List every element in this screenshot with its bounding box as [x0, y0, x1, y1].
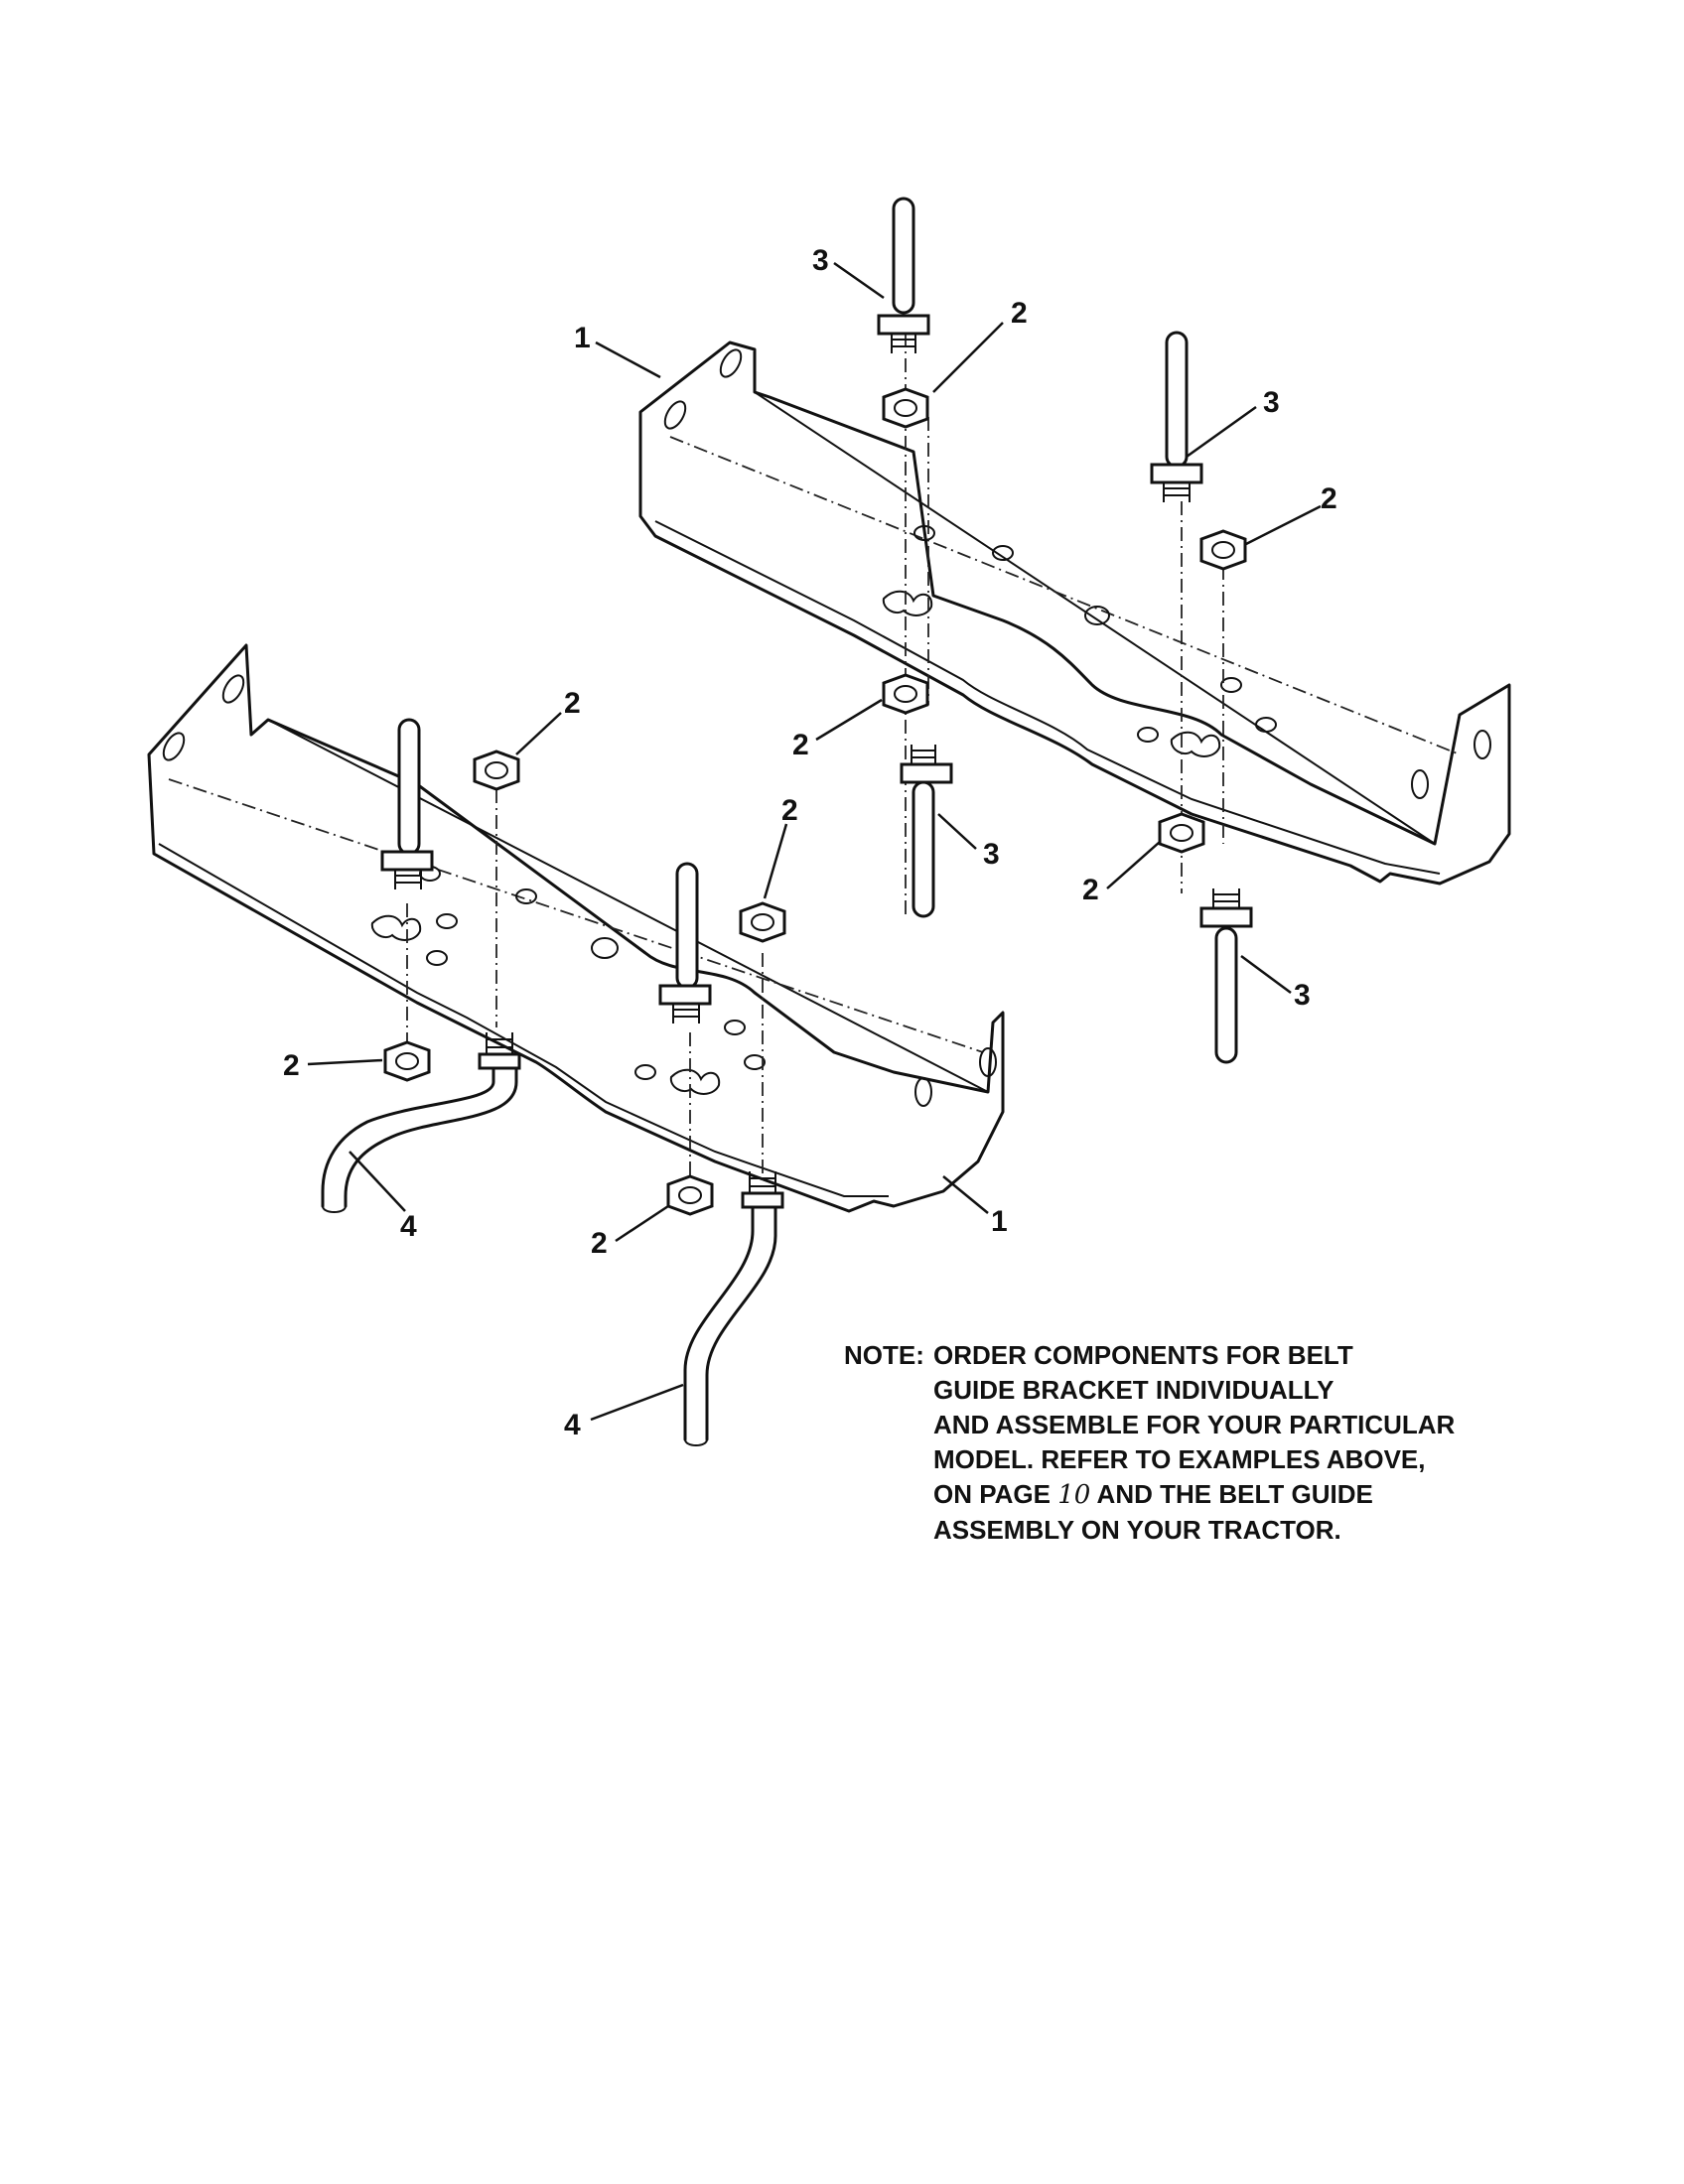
callout-3: 3: [983, 838, 1000, 871]
callout-3: 3: [1263, 386, 1280, 419]
callout-2: 2: [283, 1049, 300, 1082]
callout-3: 3: [812, 244, 829, 277]
callout-1: 1: [991, 1205, 1008, 1238]
hex-nut: [739, 901, 786, 943]
stud-bolt: [658, 862, 712, 1024]
lower-belt-guide-bracket: [147, 643, 1005, 1213]
note-line-part: AND THE BELT GUIDE: [1090, 1479, 1373, 1509]
bent-rod: [683, 1171, 784, 1446]
callout-leaders: [307, 261, 1322, 1422]
callout-1: 1: [574, 322, 591, 354]
hex-nut: [1158, 812, 1205, 854]
stud-bolt: [380, 718, 434, 889]
upper-belt-guide-bracket: [638, 341, 1511, 886]
callout-2: 2: [1321, 482, 1337, 515]
hex-nut: [1199, 529, 1247, 571]
hex-nut: [666, 1174, 714, 1216]
assembly-center-lines: [406, 333, 1224, 1181]
callout-3: 3: [1294, 979, 1311, 1012]
callout-2: 2: [792, 729, 809, 761]
callout-2: 2: [591, 1227, 608, 1260]
note-line: MODEL. REFER TO EXAMPLES ABOVE,: [933, 1444, 1426, 1474]
note-label: NOTE:: [844, 1340, 924, 1370]
callout-2: 2: [1011, 297, 1028, 330]
assembly-note: NOTE: ORDER COMPONENTS FOR BELT GUIDE BRA…: [844, 1338, 1455, 1548]
callout-2: 2: [1082, 874, 1099, 906]
callout-2: 2: [781, 794, 798, 827]
note-line: ASSEMBLY ON YOUR TRACTOR.: [933, 1515, 1341, 1545]
note-line: GUIDE BRACKET INDIVIDUALLY: [933, 1375, 1334, 1405]
hex-nut: [383, 1040, 431, 1082]
stud-bolt: [877, 197, 930, 353]
note-line-part: ON PAGE: [933, 1479, 1058, 1509]
stud-bolt: [1199, 888, 1253, 1064]
stud-bolt: [900, 745, 953, 918]
note-line: ORDER COMPONENTS FOR BELT: [933, 1340, 1353, 1370]
callout-labels: 1 3 2 3 2 2 2 2 3 2 3 2 4 2 1 4: [283, 244, 1337, 1441]
hex-nut: [473, 750, 520, 791]
hex-nut: [882, 387, 929, 429]
bent-rod: [321, 1032, 521, 1213]
callout-2: 2: [564, 687, 581, 720]
callout-4: 4: [400, 1210, 417, 1243]
note-line: AND ASSEMBLE FOR YOUR PARTICULAR: [933, 1410, 1456, 1439]
page-reference: 10: [1057, 1480, 1091, 1510]
hex-nut: [882, 673, 929, 715]
stud-bolt: [1150, 331, 1203, 502]
callout-4: 4: [564, 1409, 581, 1441]
